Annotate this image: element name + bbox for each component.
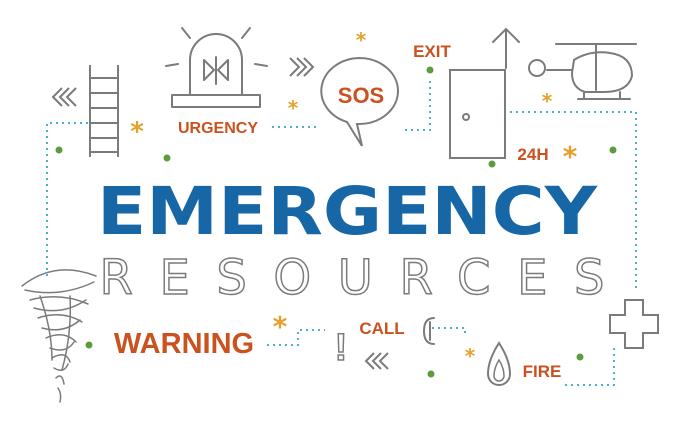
tornado-icon bbox=[21, 269, 97, 403]
phone-icon bbox=[422, 317, 435, 345]
asterisk-decorations: * * * * * * * bbox=[130, 28, 577, 368]
drop-inner-icon bbox=[493, 358, 505, 382]
call-label: CALL bbox=[359, 319, 404, 338]
exit-label: EXIT bbox=[413, 42, 451, 61]
dot bbox=[163, 154, 171, 162]
drop-icon bbox=[486, 341, 512, 386]
sub-heading: RESOURCES bbox=[100, 250, 605, 306]
connector-left bbox=[46, 122, 88, 278]
urgency-label: URGENCY bbox=[178, 120, 258, 137]
speech-bubble-icon bbox=[320, 56, 399, 147]
asterisk-icon: * bbox=[273, 310, 288, 343]
dot bbox=[488, 160, 496, 168]
chevrons-right-icon bbox=[289, 57, 315, 77]
sos-label: SOS bbox=[338, 83, 384, 108]
connector-right bbox=[510, 111, 637, 290]
dot bbox=[55, 146, 63, 154]
siren-icon bbox=[165, 27, 268, 108]
fire-label: FIRE bbox=[523, 362, 562, 381]
dot bbox=[609, 146, 617, 154]
warning-label: WARNING bbox=[114, 328, 254, 360]
helicopter-icon bbox=[528, 43, 637, 100]
dot bbox=[85, 341, 93, 349]
ladder-icon bbox=[89, 65, 119, 157]
asterisk-icon: * bbox=[563, 140, 578, 173]
chevrons-left-icon bbox=[364, 352, 389, 370]
main-heading: EMERGENCY bbox=[97, 173, 598, 250]
asterisk-icon: * bbox=[356, 28, 367, 52]
chevrons-left-icon bbox=[51, 87, 77, 107]
asterisk-icon: * bbox=[130, 117, 144, 147]
asterisk-icon: * bbox=[288, 96, 299, 120]
hours-label: 24H bbox=[517, 145, 548, 164]
dot bbox=[427, 370, 435, 378]
door-icon bbox=[449, 69, 506, 159]
arrow-up-icon bbox=[492, 27, 520, 69]
connector-sos-exit bbox=[405, 80, 431, 131]
exclamation-icon: ! bbox=[335, 327, 348, 369]
dotted-connectors bbox=[46, 80, 637, 386]
medical-cross-icon bbox=[609, 299, 659, 349]
asterisk-icon: * bbox=[465, 344, 476, 368]
asterisk-icon: * bbox=[542, 89, 553, 113]
dot bbox=[576, 353, 584, 361]
dot bbox=[426, 66, 434, 74]
connector-fire-cross bbox=[565, 348, 615, 386]
green-dot-decorations bbox=[55, 66, 617, 378]
connector-call-drop bbox=[432, 327, 466, 335]
